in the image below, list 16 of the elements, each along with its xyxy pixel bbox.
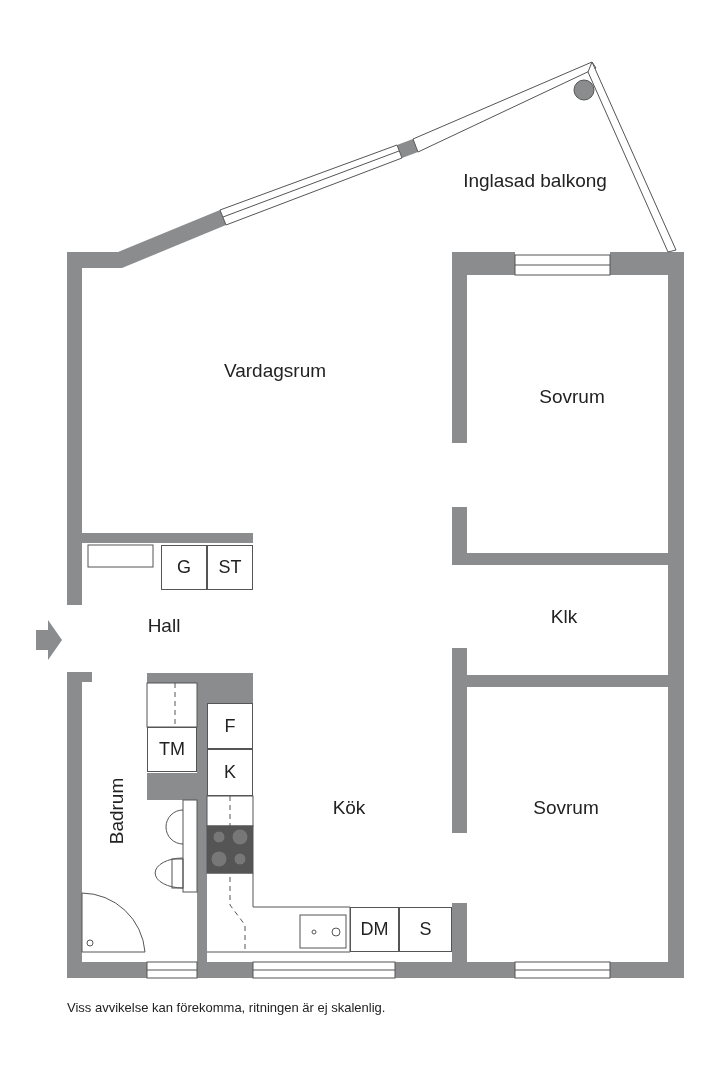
room-label: Kök xyxy=(332,797,366,819)
cabinet: TM xyxy=(147,727,197,772)
cabinet: G xyxy=(161,545,207,590)
room-label: Inglasad balkong xyxy=(463,170,607,192)
room-label: Hall xyxy=(147,615,181,637)
caption: Viss avvikelse kan förekomma, ritningen är ej skalenlig. xyxy=(67,1000,386,1015)
room-label: Vardagsrum xyxy=(223,360,327,382)
cabinet: ST xyxy=(207,545,253,590)
room-label: Badrum xyxy=(106,777,128,845)
room-label: Klk xyxy=(550,606,578,628)
room-label: Sovrum xyxy=(533,797,599,819)
cabinet: F xyxy=(207,703,253,749)
cabinet: K xyxy=(207,749,253,796)
room-label: Sovrum xyxy=(539,386,605,408)
cabinet: S xyxy=(399,907,452,952)
cabinet: DM xyxy=(350,907,399,952)
